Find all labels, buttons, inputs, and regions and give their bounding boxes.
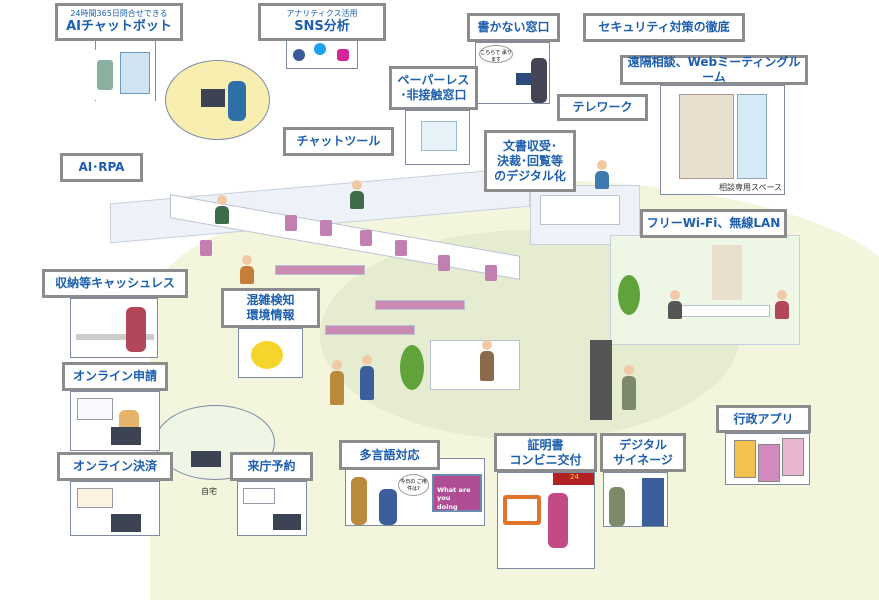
wifi-table	[670, 305, 770, 317]
translation-text: What are you	[437, 486, 471, 503]
visitor-person	[360, 355, 374, 400]
label-title: SNS分析	[294, 18, 350, 34]
certificate-icon	[503, 495, 541, 525]
operator-illustration	[165, 60, 270, 140]
chair	[395, 240, 407, 256]
visitor-person	[622, 365, 636, 410]
speech-bubble: 今日の ご用件は?	[398, 474, 429, 496]
chair	[320, 220, 332, 236]
visitor-person	[240, 255, 254, 284]
chatbot-robot-illustration	[95, 50, 155, 100]
label-security: セキュリティ対策の徹底	[583, 13, 745, 42]
congestion-camera-illustration	[238, 328, 303, 378]
label-paperless: ペーパーレス･非接触窓口	[389, 66, 478, 110]
label-line: 証明書	[527, 437, 564, 452]
label-cashless: 収納等キャッシュレス	[42, 269, 188, 298]
visitor-person	[480, 340, 494, 381]
reservation-illustration	[237, 481, 307, 536]
label-congestion-detection: 混雑検知環境情報	[221, 288, 320, 328]
waiting-bench	[325, 325, 415, 335]
label-line: ペーパーレス	[397, 73, 470, 87]
label-chat-tool: チャットツール	[283, 127, 394, 156]
label-line: ･非接触窓口	[400, 88, 467, 102]
label-subtitle: 24時間365日問合せできる	[70, 8, 168, 18]
remote-consult-illustration: 相談専用スペース	[660, 85, 785, 195]
label-title: AIチャットボット	[66, 18, 172, 34]
plant	[400, 345, 424, 390]
visitor-person	[330, 360, 344, 405]
staff-person	[215, 195, 229, 224]
label-online-apply: オンライン申請	[62, 362, 168, 391]
label-digital-signage: デジタルサイネージ	[600, 433, 686, 472]
label-multilingual: 多言語対応	[339, 440, 440, 470]
paperless-illustration	[405, 110, 470, 165]
label-telework: テレワーク	[557, 94, 648, 121]
telework-person	[595, 160, 609, 189]
label-free-wifi: フリーWi-Fi、無線LAN	[640, 209, 787, 238]
label-online-pay: オンライン決済	[57, 452, 173, 481]
store-sign: 24	[553, 473, 594, 485]
cashless-illustration	[70, 298, 158, 358]
label-remote-consult: 遠隔相談、Webミーティングルーム	[620, 55, 808, 85]
label-document-digitization: 文書収受･決裁･回覧等のデジタル化	[484, 130, 576, 192]
certificate-illustration: 24	[497, 472, 595, 569]
label-subtitle: アナリティクス活用	[286, 8, 358, 18]
label-ai-rpa: AI･RPA	[60, 153, 143, 182]
home-caption: 自宅	[201, 487, 217, 496]
facebook-icon	[293, 49, 305, 61]
waiting-bench	[375, 300, 465, 310]
label-no-writing-window: 書かない窓口	[467, 13, 560, 42]
wifi-person	[668, 290, 682, 319]
consult-space-caption: 相談専用スペース	[719, 183, 783, 192]
chair	[200, 240, 212, 256]
plant	[618, 275, 640, 315]
label-line: 環境情報	[246, 308, 295, 322]
label-line: 混雑検知	[246, 293, 295, 307]
label-gov-app: 行政アプリ	[716, 405, 811, 433]
twitter-icon	[314, 43, 326, 55]
label-line: のデジタル化	[494, 168, 566, 183]
signage-illustration	[603, 472, 668, 527]
label-line: 文書収受･	[502, 138, 557, 153]
label-line: 決裁･回覧等	[496, 153, 563, 168]
online-apply-illustration	[70, 391, 160, 451]
signage-kiosk	[590, 340, 612, 420]
wifi-person	[775, 290, 789, 319]
translation-screen: What are you doing today ?	[432, 474, 482, 519]
translation-text: doing today ?	[437, 502, 464, 520]
speech-bubble: こちらで 承ります	[479, 45, 513, 63]
label-line: コンビニ交付	[509, 452, 582, 467]
instagram-icon	[337, 49, 349, 61]
waiting-bench	[275, 265, 365, 275]
telework-desk	[540, 195, 620, 225]
label-certificate: 証明書コンビニ交付	[494, 433, 597, 472]
chair	[438, 255, 450, 271]
gov-app-illustration	[725, 433, 810, 485]
label-line: サイネージ	[613, 452, 673, 467]
sns-illustration	[286, 41, 358, 69]
connector	[155, 41, 156, 101]
label-reservation: 来庁予約	[230, 452, 313, 481]
staff-person	[350, 180, 364, 209]
vending-machine	[712, 245, 742, 300]
chair	[485, 265, 497, 281]
online-pay-illustration	[70, 481, 160, 536]
no-writing-window-illustration: こちらで 承ります	[475, 42, 550, 104]
reception-desk	[430, 340, 520, 390]
chair	[360, 230, 372, 246]
label-line: デジタル	[619, 437, 667, 452]
chair	[285, 215, 297, 231]
